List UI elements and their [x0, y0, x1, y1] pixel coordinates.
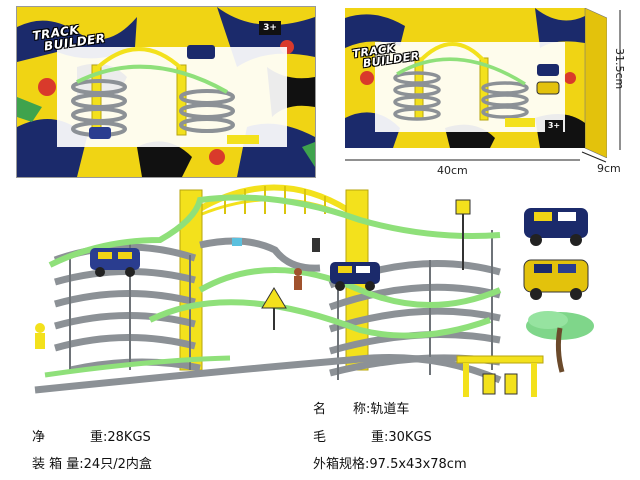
toy-car-left — [90, 248, 140, 277]
info-packing-quantity: 装 箱 量:24只/2内盒 — [32, 453, 152, 472]
age-badge: 3+ — [545, 120, 563, 132]
net-label-a: 净 — [32, 430, 46, 445]
packing-label: 装 箱 量: — [32, 457, 84, 472]
info-carton-size: 外箱规格:97.5x43x78cm — [313, 453, 467, 472]
accessory-car-yellow — [523, 259, 589, 300]
accessories — [523, 208, 594, 373]
name-label-b: 称: — [353, 402, 371, 417]
toy-figures — [35, 238, 320, 349]
dimension-height-label: 31.5cm — [613, 48, 626, 90]
name-value: 轨道车 — [370, 402, 410, 417]
carton-label: 外箱规格: — [313, 457, 370, 472]
info-product-name: 名 称:轨道车 — [313, 398, 409, 417]
gross-value: 30KGS — [388, 430, 432, 445]
dimension-width-label: 40cm — [437, 164, 468, 177]
packing-value: 24只/2内盒 — [83, 457, 152, 472]
box-3d-outline — [345, 8, 607, 158]
gray-track-main — [34, 237, 502, 394]
net-value: 28KGS — [107, 430, 151, 445]
green-track-lower — [44, 355, 231, 378]
gross-label-a: 毛 — [313, 430, 327, 445]
graffiti-pattern — [17, 7, 315, 177]
info-gross-weight: 毛 重:30KGS — [313, 426, 432, 445]
green-track — [48, 194, 502, 339]
info-net-weight: 净 重:28KGS — [32, 426, 151, 445]
box-front-image: TRACK BUILDER 3+ — [16, 6, 316, 178]
carton-value: 97.5x43x78cm — [369, 457, 467, 472]
road-signs — [232, 199, 471, 330]
accessory-tree — [526, 311, 594, 373]
age-badge: 3+ — [259, 21, 281, 35]
product-track-set — [34, 184, 502, 394]
net-label-b: 重: — [90, 430, 108, 445]
accessory-car-blue — [524, 208, 588, 246]
accessory-gas-station — [456, 355, 544, 397]
box-back-image: TRACK BUILDER 3+ — [345, 8, 607, 158]
dimension-depth-label: 9cm — [597, 162, 621, 175]
toy-car-center — [330, 262, 380, 291]
name-label-a: 名 — [313, 402, 327, 417]
dimension-lines — [345, 10, 621, 163]
gross-label-b: 重: — [371, 430, 389, 445]
